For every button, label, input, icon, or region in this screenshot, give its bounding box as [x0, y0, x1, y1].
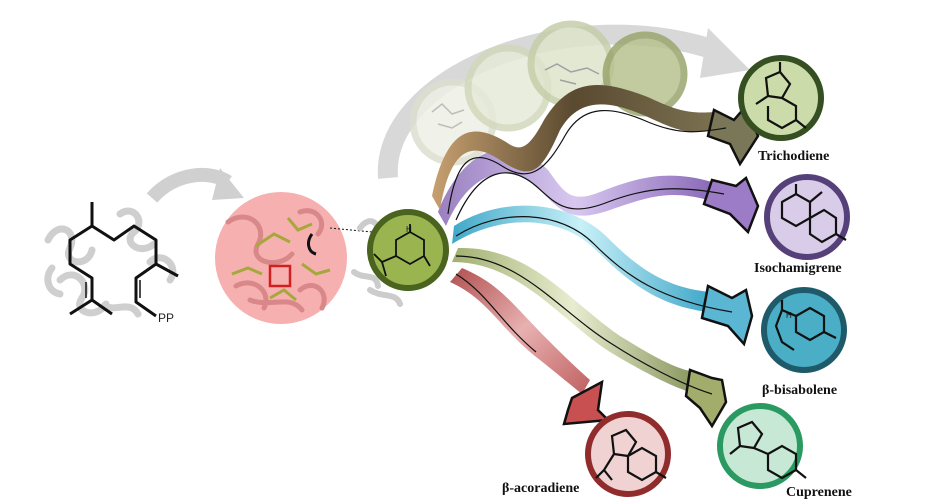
- ribbon-cuprenene: [452, 247, 694, 392]
- product-isochamigrene: Isochamigrene: [754, 174, 850, 276]
- ribbon-acoradiene: [450, 268, 590, 394]
- substrate-to-enzyme-arrow: [146, 167, 244, 203]
- label-bisabolene: β-bisabolene: [762, 383, 837, 398]
- label-isochamigrene: Isochamigrene: [754, 261, 842, 276]
- ribbon-trichodiene: [432, 85, 714, 210]
- label-trichodiene: Trichodiene: [758, 149, 829, 164]
- pathway-ribbons: [432, 85, 760, 429]
- ribbon-bisabolene: [452, 205, 710, 312]
- product-cuprenene: Cuprenene: [717, 403, 852, 500]
- label-acoradiene: β-acoradiene: [502, 481, 579, 496]
- pp-label: PP: [158, 311, 174, 325]
- protein-shadow-left: [44, 207, 177, 318]
- arrow-isochamigrene: [702, 175, 760, 235]
- enzyme-active-site: [215, 192, 373, 324]
- product-acoradiene: β-acoradiene: [502, 411, 671, 497]
- substrate-molecule: [68, 202, 179, 318]
- arrow-cuprenene: [684, 368, 728, 429]
- intermediate-h-label: H: [406, 225, 412, 234]
- product-bisabolene: H β-bisabolene: [761, 287, 847, 398]
- arrow-bisabolene: [700, 284, 754, 347]
- label-cuprenene: Cuprenene: [786, 485, 852, 500]
- bisabolene-h-label: H: [786, 311, 792, 320]
- product-trichodiene: Trichodiene: [738, 55, 829, 164]
- arrow-acoradiene: [562, 379, 611, 426]
- central-intermediate: H: [367, 209, 449, 291]
